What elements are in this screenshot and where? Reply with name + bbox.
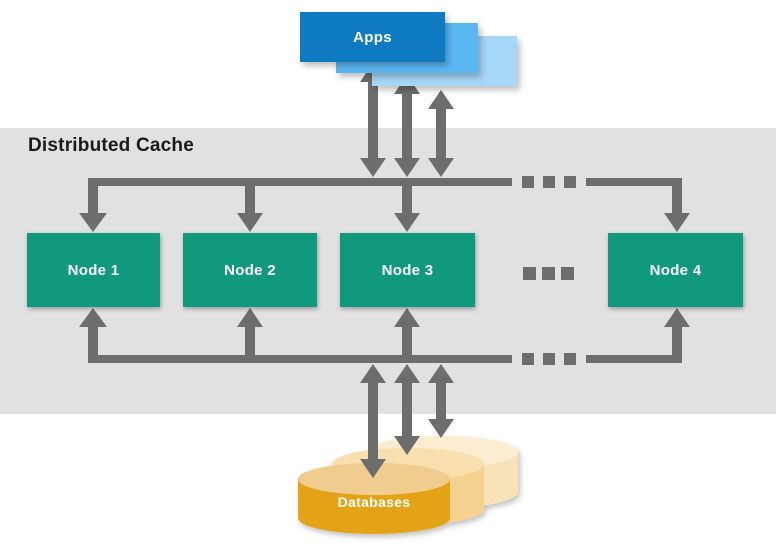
top-bar-ellipsis-dot xyxy=(564,176,576,188)
bidirectional-arrow-icon xyxy=(428,90,454,177)
bidirectional-arrow-icon xyxy=(360,364,386,478)
databases-label: Databases xyxy=(337,494,411,510)
bidirectional-arrow-icon xyxy=(428,364,454,438)
node-2-box: Node 2 xyxy=(183,233,317,307)
bottom-bar-ellipsis-dot xyxy=(522,353,534,365)
bidirectional-arrows-cache-databases xyxy=(360,364,454,478)
node-3-box: Node 3 xyxy=(340,233,475,307)
node-2-label: Node 2 xyxy=(224,261,276,279)
node-4-label: Node 4 xyxy=(649,261,702,279)
bidirectional-arrow-icon xyxy=(394,364,420,455)
diagram-title: Distributed Cache xyxy=(28,135,194,156)
down-arrow-to-node1-icon xyxy=(79,178,107,232)
down-arrow-to-node4-icon xyxy=(664,178,690,232)
database-cylinder-front xyxy=(298,463,450,534)
apps-box-front: Apps xyxy=(300,12,445,62)
bottom-bar-ellipsis-dot xyxy=(543,353,555,365)
bottom-bar-ellipsis-dot xyxy=(564,353,576,365)
node-ellipsis-dots xyxy=(523,267,574,280)
top-bar-ellipsis-dot xyxy=(522,176,534,188)
bidirectional-arrows-apps-cache xyxy=(360,63,454,177)
bottom-fanout-connector xyxy=(79,308,690,365)
node-1-label: Node 1 xyxy=(67,261,120,279)
apps-label: Apps xyxy=(353,28,392,46)
node-1-box: Node 1 xyxy=(27,233,160,307)
node-3-label: Node 3 xyxy=(381,261,434,279)
top-fanout-connector xyxy=(79,176,690,232)
up-arrow-to-node2-icon xyxy=(237,308,263,355)
up-arrow-to-node4-icon xyxy=(664,308,690,363)
bidirectional-arrow-icon xyxy=(394,75,420,177)
up-arrow-to-node1-icon xyxy=(79,308,107,363)
down-arrow-to-node2-icon xyxy=(237,186,263,232)
down-arrow-to-node3-icon xyxy=(394,186,420,232)
up-arrow-to-node3-icon xyxy=(394,308,420,355)
top-bar-ellipsis-dot xyxy=(543,176,555,188)
node-4-box: Node 4 xyxy=(608,233,743,307)
